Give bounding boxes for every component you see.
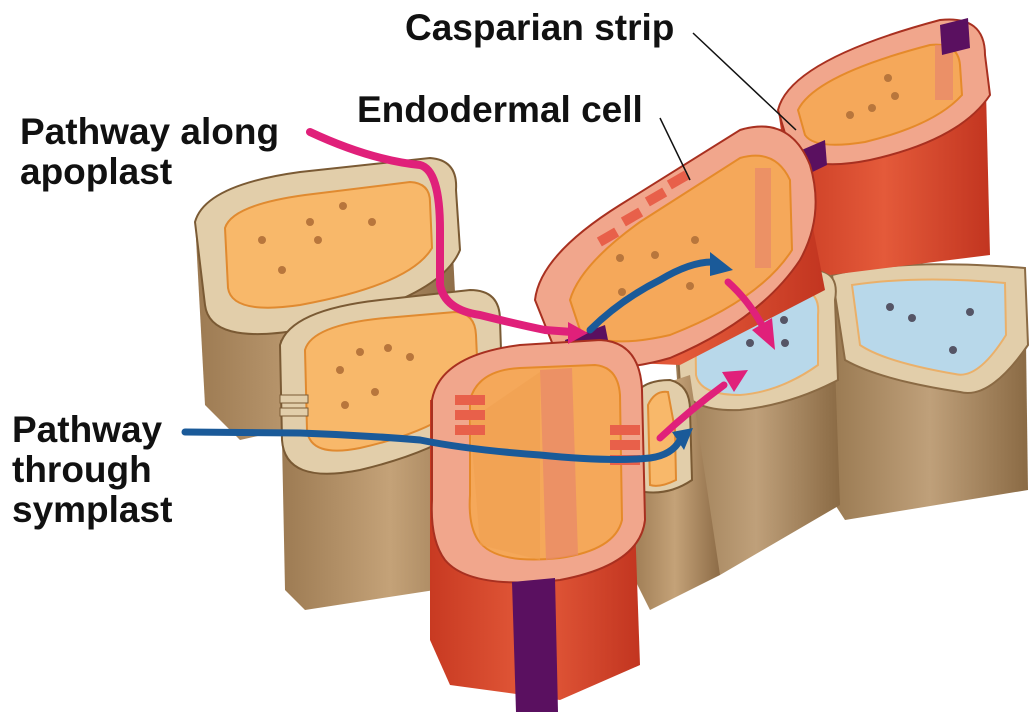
label-apoplast-pathway: Pathway along apoplast [20, 112, 279, 192]
endodermal-cell-front [430, 340, 645, 712]
casparian-strip-front [512, 578, 558, 712]
label-symplast-line2: through [12, 450, 172, 490]
label-apoplast-line2: apoplast [20, 152, 279, 192]
label-apoplast-line1: Pathway along [20, 112, 279, 152]
label-symplast-line1: Pathway [12, 410, 172, 450]
label-symplast-line3: symplast [12, 490, 172, 530]
leader-line-casparian [693, 33, 796, 130]
label-casparian-strip: Casparian strip [405, 8, 674, 48]
label-endodermal-cell: Endodermal cell [357, 90, 643, 130]
stele-cell-right [832, 264, 1028, 520]
label-symplast-pathway: Pathway through symplast [12, 410, 172, 530]
